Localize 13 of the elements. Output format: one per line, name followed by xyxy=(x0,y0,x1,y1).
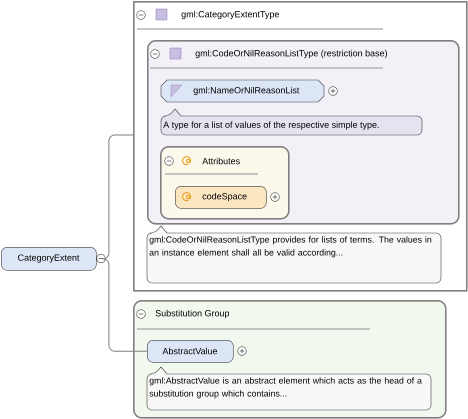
node-label: Attributes xyxy=(202,158,240,164)
node-label: Substitution Group xyxy=(156,310,230,318)
annotation-callout: A type for a list of values of the respective simple type. xyxy=(160,108,422,136)
attribute-box: codeSpace xyxy=(175,186,267,209)
element-box: AbstractValue xyxy=(147,340,234,363)
node-label: gml:CategoryExtentType xyxy=(182,10,279,20)
annotation-callout: gml:CodeOrNilReasonListType provides for lists of terms. The values in an instance element shall all be valid according... xyxy=(146,226,442,284)
connector-line xyxy=(102,258,148,352)
annotation-callout: gml:AbstractValue is an abstract element which acts as the head of a substitution group which contains... xyxy=(146,366,432,410)
node-label: gml:CodeOrNilReasonListType (restriction base) xyxy=(196,50,387,58)
connector-line xyxy=(102,134,134,260)
element-box: CategoryExtent xyxy=(1,247,97,271)
simple-type-box: gml:NameOrNilReasonList xyxy=(160,80,324,102)
